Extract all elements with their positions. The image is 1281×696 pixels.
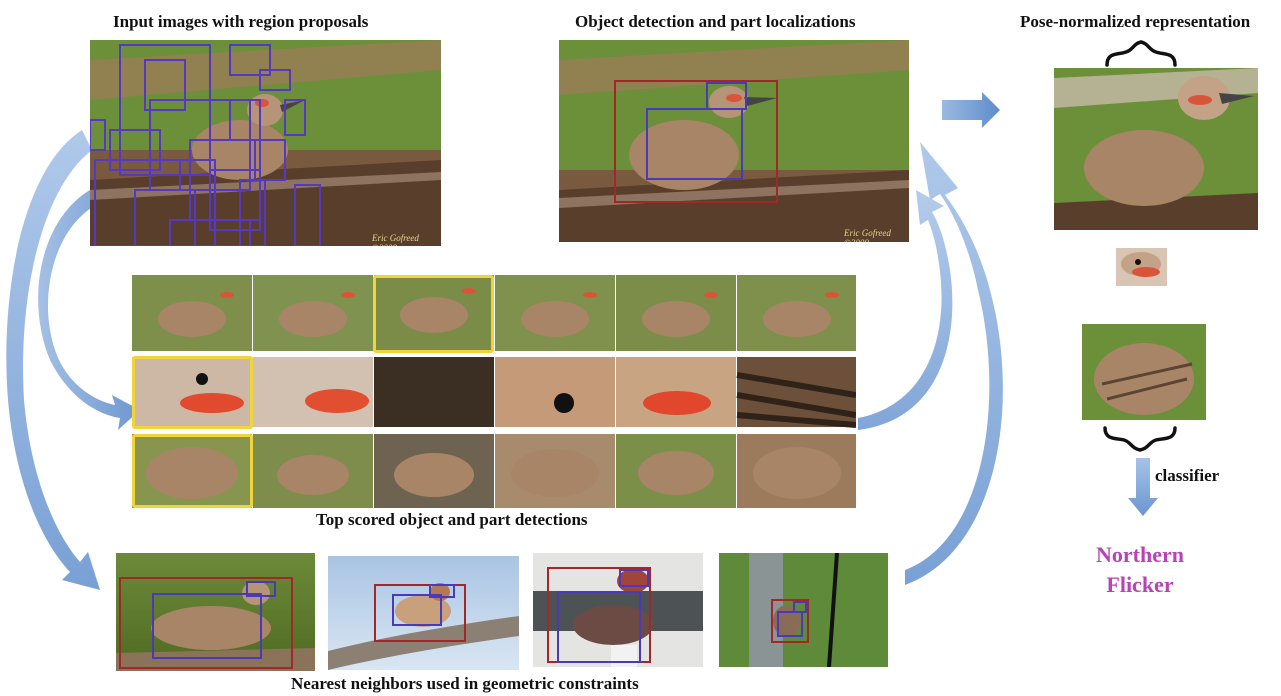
arrow-parts-to-detection [858, 190, 953, 430]
neighbor-image-2 [328, 556, 519, 670]
row-body-detections [132, 434, 856, 508]
detections-grid-photos [132, 275, 856, 508]
input-images-label: Input images with region proposals [113, 12, 369, 31]
detections-grid [132, 275, 856, 508]
top-brace [1105, 40, 1177, 67]
bird-head-photo [1116, 248, 1167, 286]
pose-normalized-label: Pose-normalized representation [1020, 12, 1251, 31]
object-bounding-box [119, 577, 293, 669]
top-scored-label: Top scored object and part detections [316, 510, 588, 529]
neighbor-image-1 [116, 553, 315, 671]
object-bounding-box [771, 599, 809, 643]
row-head-detections [132, 357, 856, 428]
head-part-box [619, 569, 649, 587]
body-part-box [152, 593, 262, 659]
body-part-box [557, 591, 641, 663]
arrow-to-pose-normalized [942, 92, 1000, 128]
arrow-neighbors-to-detection [905, 142, 1003, 585]
body-part-box [392, 594, 442, 626]
arrow-input-to-parts [38, 190, 141, 430]
bird-photo [559, 40, 909, 242]
predicted-class-line1: Northern [1096, 542, 1184, 567]
head-part-box [706, 82, 747, 110]
input-watermark: Eric Gofreed ©2008 [372, 233, 419, 246]
bottom-brace [1103, 426, 1177, 452]
detection-watermark: Eric Gofreed ©2008 [844, 228, 891, 242]
neighbor-image-3 [533, 553, 703, 667]
arrow-classifier [1128, 458, 1158, 516]
region-proposals [90, 44, 321, 246]
head-part-box [429, 584, 455, 598]
predicted-class-line2: Flicker [1106, 572, 1174, 597]
normalized-object-image [1054, 68, 1258, 230]
object-detection-label: Object detection and part localizations [575, 12, 856, 31]
input-image: Eric Gofreed ©2008 [90, 40, 441, 246]
neighbor-photo [116, 553, 315, 671]
neighbor-photo [328, 556, 519, 670]
normalized-head-image [1116, 248, 1167, 286]
nearest-neighbors-label: Nearest neighbors used in geometric cons… [291, 674, 639, 693]
row-object-detections [132, 275, 856, 351]
predicted-class: Northern Flicker [1080, 540, 1200, 600]
neighbor-image-4 [719, 553, 888, 667]
normalized-body-image [1082, 324, 1206, 420]
body-part-box [646, 108, 743, 180]
bird-photo [1054, 68, 1258, 230]
detection-image: Eric Gofreed ©2008 [559, 40, 909, 242]
object-bounding-box [374, 584, 466, 642]
neighbor-photo [719, 553, 888, 667]
bird-body-photo [1082, 324, 1206, 420]
body-part-box [777, 611, 803, 637]
head-part-box [793, 601, 807, 613]
head-part-box [246, 581, 276, 597]
arrow-input-to-neighbors [6, 130, 100, 590]
object-bounding-box [614, 80, 778, 203]
classifier-label: classifier [1155, 466, 1220, 485]
